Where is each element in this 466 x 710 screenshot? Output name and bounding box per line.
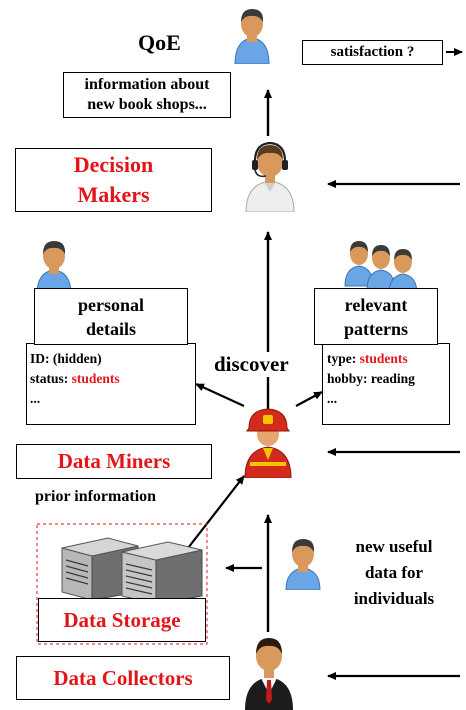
arrow-to-patterns: [295, 391, 323, 407]
pattern-hobby-row: hobby: reading: [327, 369, 449, 389]
personal-id-value: (hidden): [52, 351, 102, 366]
information-line-1: information about: [84, 76, 210, 93]
qoe-label: QoE: [138, 30, 181, 55]
personal-status-value: students: [71, 371, 120, 386]
data-storage-box: Data Storage: [38, 598, 206, 642]
call-center-agent-icon: [245, 141, 295, 212]
relevant-patterns-line-2: patterns: [344, 319, 408, 339]
decision-makers-box: Decision Makers: [15, 148, 212, 212]
pattern-type-row: type: students: [327, 349, 449, 369]
new-data-label: new useful data for individuals: [324, 534, 464, 612]
user-icon: [234, 9, 270, 64]
personal-more: ...: [30, 391, 41, 406]
personal-details-line-2: details: [85, 319, 136, 339]
arrow-to-personal: [195, 383, 245, 407]
pattern-hobby-value: reading: [370, 371, 415, 386]
discover-label: discover: [212, 352, 291, 377]
pattern-type-key: type:: [327, 351, 357, 366]
information-line-2: new book shops...: [87, 96, 207, 113]
pattern-hobby-key: hobby:: [327, 371, 368, 386]
new-data-line-3: individuals: [353, 589, 435, 608]
personal-details-line-1: personal: [77, 295, 144, 315]
relevant-patterns-line-1: relevant: [344, 295, 408, 315]
user-group-icon: [344, 241, 418, 294]
prior-information-label: prior information: [35, 488, 157, 505]
personal-status-row: status: students: [30, 369, 195, 389]
information-box: information about new book shops...: [63, 72, 231, 118]
user-icon: [36, 241, 72, 294]
personal-details-box: ID: (hidden) status: students ...: [26, 343, 196, 425]
pattern-type-value: students: [359, 351, 408, 366]
server-icon: [61, 537, 203, 600]
personal-details-header: personal details: [34, 288, 188, 345]
firefighter-icon: [244, 408, 292, 478]
user-icon: [285, 539, 321, 590]
data-miners-box: Data Miners: [16, 444, 212, 479]
satisfaction-text: satisfaction ?: [330, 44, 415, 60]
businessman-icon: [245, 638, 293, 710]
new-data-line-2: data for: [364, 563, 424, 582]
satisfaction-box: satisfaction ?: [302, 40, 443, 65]
data-storage-label: Data Storage: [63, 607, 181, 632]
decision-makers-line-2: Makers: [77, 182, 150, 207]
relevant-patterns-header: relevant patterns: [314, 288, 438, 345]
relevant-patterns-box: type: students hobby: reading ...: [322, 343, 450, 425]
decision-makers-line-1: Decision: [73, 152, 154, 177]
data-collectors-label: Data Collectors: [53, 665, 193, 690]
new-data-line-1: new useful: [355, 537, 433, 556]
arrow-storage-to-miners: [187, 475, 245, 549]
personal-id-row: ID: (hidden): [30, 349, 195, 369]
data-miners-label: Data Miners: [57, 449, 171, 473]
personal-status-key: status:: [30, 371, 69, 386]
pattern-more: ...: [327, 391, 338, 406]
personal-id-key: ID:: [30, 351, 50, 366]
data-collectors-box: Data Collectors: [16, 656, 230, 700]
storage-dashed-frame: [36, 523, 208, 645]
